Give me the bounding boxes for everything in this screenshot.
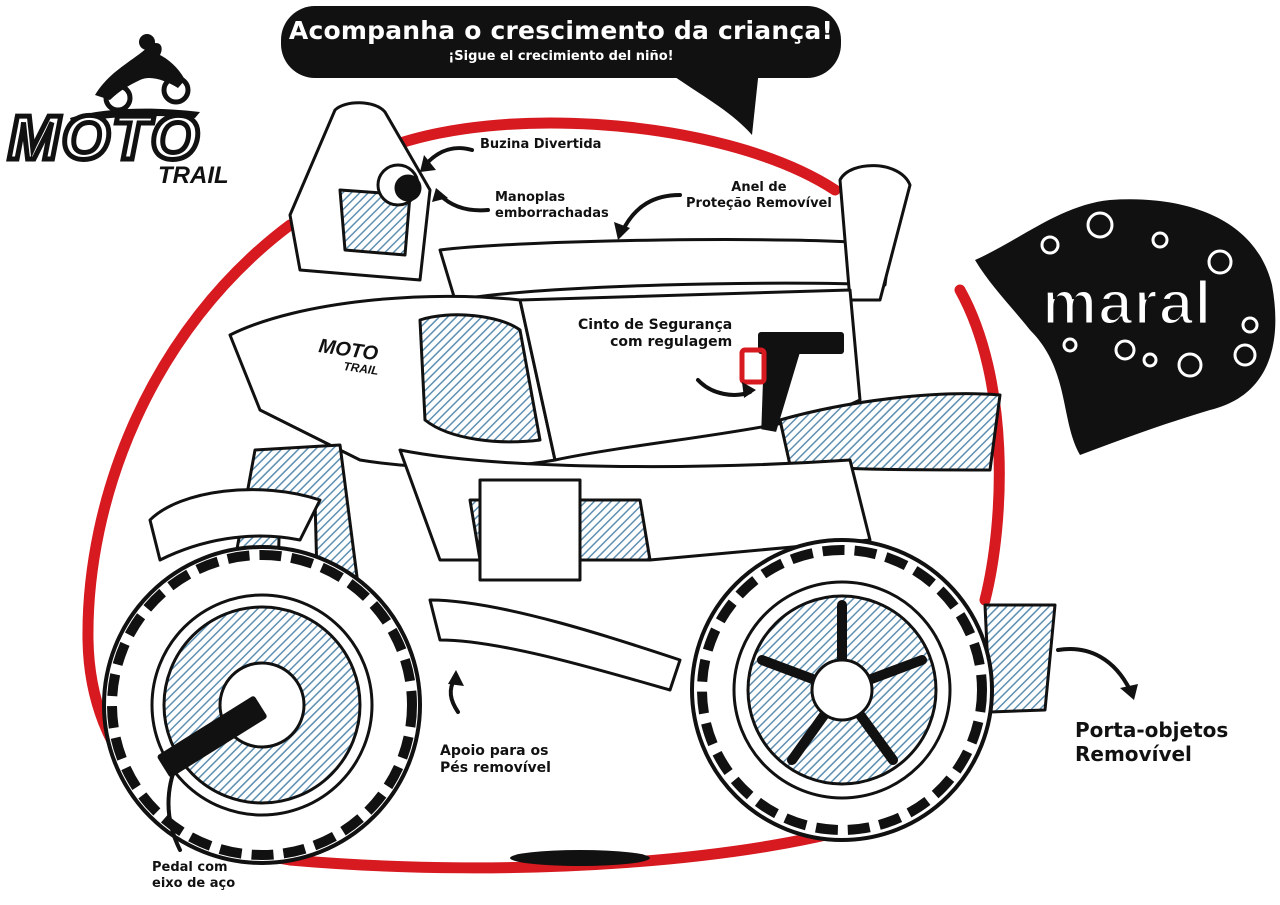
headline-subtitle: ¡Sigue el crecimiento del niño! <box>448 49 674 64</box>
callout-manoplas: Manoplas emborrachadas <box>495 190 609 221</box>
callout-cinto-line2: com regulagem <box>610 333 733 350</box>
callout-pedal-line2: eixo de aço <box>152 875 236 891</box>
banner-tail <box>665 60 760 135</box>
callout-porta: Porta-objetos Removível <box>1075 718 1228 766</box>
rear-wheel <box>690 538 994 842</box>
moto-trail-logo: MOTO TRAIL <box>6 104 293 189</box>
callout-buzina: Buzina Divertida <box>480 137 602 152</box>
callout-arrowheads <box>170 155 1138 768</box>
moto-trail-logo-trail: TRAIL <box>158 162 229 189</box>
maral-dots <box>1040 211 1259 378</box>
pedal <box>157 696 267 778</box>
callout-pedal: Pedal com eixo de aço <box>152 860 235 891</box>
headline-title: Acompanha o crescimento da criança! <box>288 16 834 45</box>
seat-belt <box>739 332 844 432</box>
callout-apoio-line1: Apoio para os <box>440 743 549 759</box>
callout-apoio: Apoio para os Pés removível <box>440 743 551 777</box>
callout-pedal-line1: Pedal com <box>152 860 228 875</box>
callout-cinto-line1: Cinto de Segurança <box>578 317 733 333</box>
tank-decal-trail: TRAIL <box>343 359 380 378</box>
callout-cinto: Cinto de Segurança com regulagem <box>578 317 732 351</box>
callout-apoio-line2: Pés removível <box>440 759 551 776</box>
callout-anel-line1: Anel de <box>731 180 787 195</box>
maral-splash <box>975 199 1276 455</box>
callout-arrows <box>166 146 1132 852</box>
rider-silhouette <box>70 34 200 124</box>
callout-manoplas-line2: emborrachadas <box>495 205 609 221</box>
ground-shadow <box>510 850 650 866</box>
maral-logo: maral <box>1040 268 1213 340</box>
callout-porta-line1: Porta-objetos <box>1075 718 1229 742</box>
horn <box>376 163 422 207</box>
callout-porta-line2: Removível <box>1075 742 1192 766</box>
moto-trail-logo-moto: MOTO <box>6 104 202 173</box>
front-wheel <box>102 545 422 865</box>
callout-anel-line2: Proteção Removível <box>686 195 832 211</box>
headline-banner: Acompanha o crescimento da criança! ¡Sig… <box>281 6 841 78</box>
callout-anel: Anel de Proteção Removível <box>686 180 832 211</box>
callout-manoplas-line1: Manoplas <box>495 190 566 205</box>
